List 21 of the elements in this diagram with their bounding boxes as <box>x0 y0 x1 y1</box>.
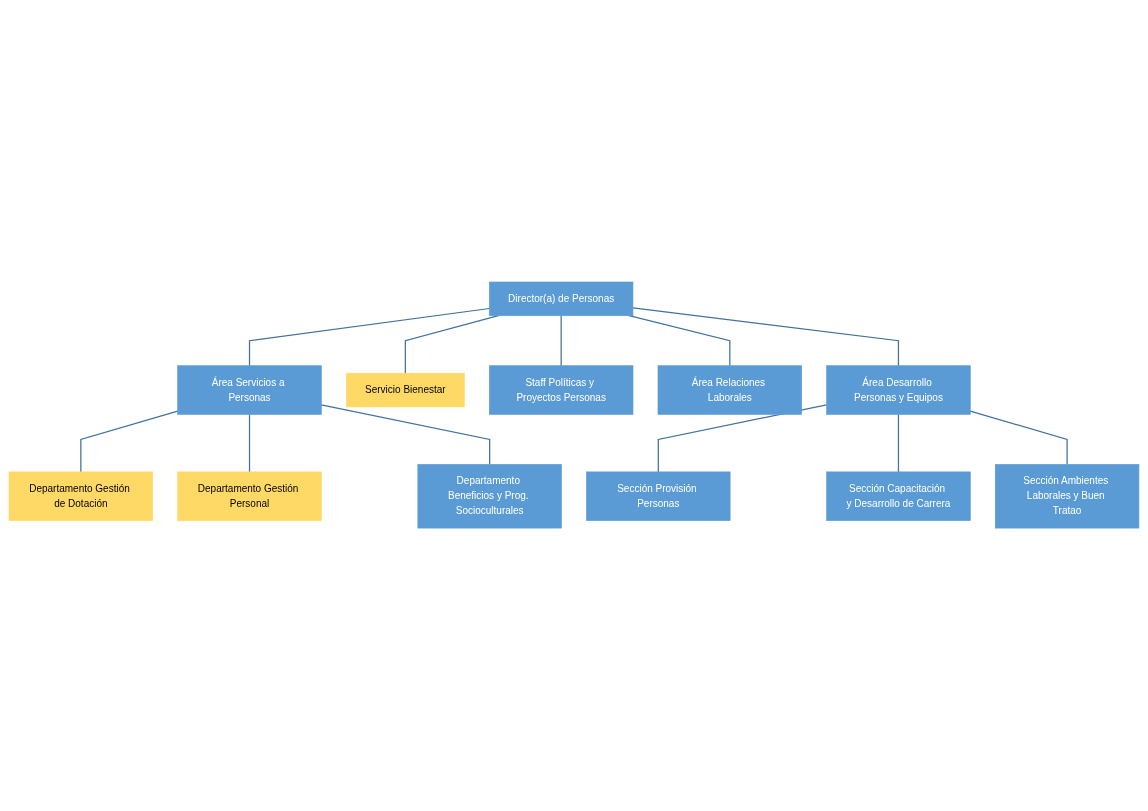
connector <box>897 414 900 473</box>
connector <box>560 315 562 367</box>
node-box: Departamento Gestión Personal <box>177 472 322 522</box>
node-box: Sección Provisión Personas <box>586 472 731 522</box>
connector <box>969 410 1068 466</box>
connector <box>657 404 828 473</box>
node-box: Servicio Bienestar <box>346 373 465 408</box>
node-box: Sección Capacitación y Desarrollo de Carrera <box>826 472 971 522</box>
connector <box>80 410 179 473</box>
node-box: Área Desarrollo Personas y Equipos <box>826 365 971 416</box>
node-box: Sección Ambientes Laborales y Buen Tratao <box>995 464 1140 529</box>
connector <box>320 404 491 466</box>
node-box: Staff Políticas y Proyectos Personas <box>489 365 634 416</box>
connector <box>248 308 491 367</box>
node-box: Área Servicios a Personas <box>177 365 322 416</box>
node-box: Departamento Gestión de Dotación <box>8 472 153 522</box>
node-box: Área Relaciones Laborales <box>657 365 802 416</box>
node-box: Director(a) de Personas <box>489 282 634 317</box>
node-box: Departamento Beneficios y Prog. Socioculturales <box>417 464 562 529</box>
connector <box>248 414 251 473</box>
connector <box>632 307 900 367</box>
